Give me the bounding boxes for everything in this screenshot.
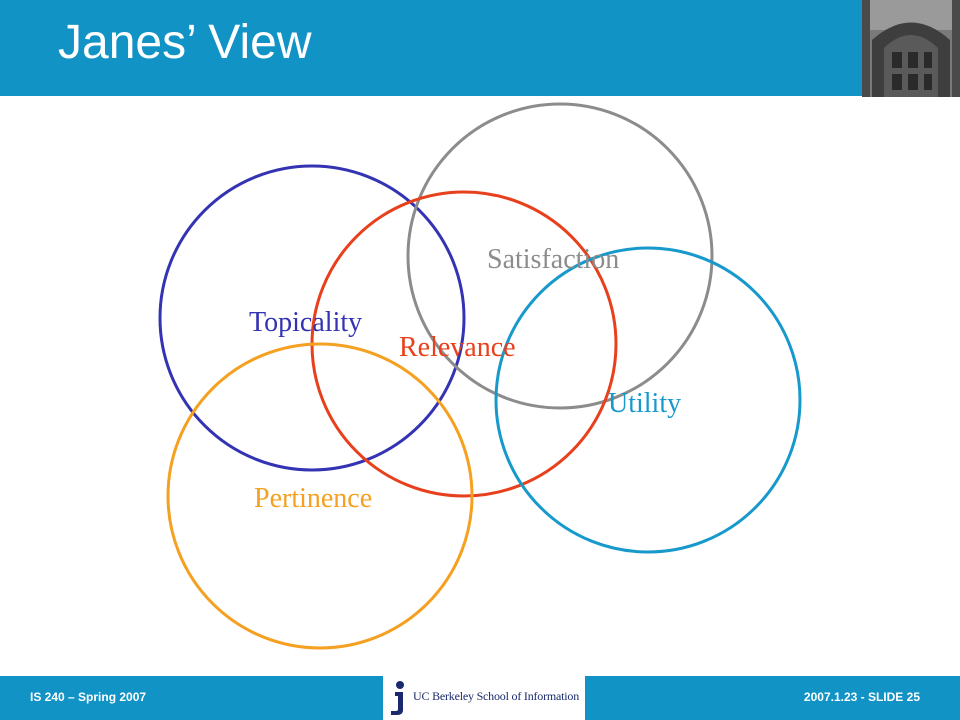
satisfaction-circle <box>406 102 714 410</box>
topicality-label: Topicality <box>249 307 362 338</box>
satisfaction-label: Satisfaction <box>487 244 619 275</box>
header-bar: Janes’ View <box>0 0 960 97</box>
course-label: IS 240 – Spring 2007 <box>30 690 147 704</box>
school-logo: UC Berkeley School of Information <box>383 676 585 720</box>
pertinence-circle <box>166 342 474 650</box>
footer-bar: IS 240 – Spring 2007 UC Berkeley School … <box>0 676 960 720</box>
school-logo-text: UC Berkeley School of Information <box>413 689 580 703</box>
relevance-label: Relevance <box>399 332 516 363</box>
venn-diagram: Satisfaction Topicality Relevance Utilit… <box>0 96 960 676</box>
slide-date-number: 2007.1.23 - SLIDE 25 <box>803 690 920 704</box>
slide-title: Janes’ View <box>58 16 312 69</box>
utility-label: Utility <box>608 388 681 419</box>
utility-circle <box>494 246 802 554</box>
building-photo-image <box>862 0 960 97</box>
topicality-circle <box>158 164 466 472</box>
info-i-logo-icon <box>391 681 404 715</box>
pertinence-label: Pertinence <box>254 483 372 514</box>
